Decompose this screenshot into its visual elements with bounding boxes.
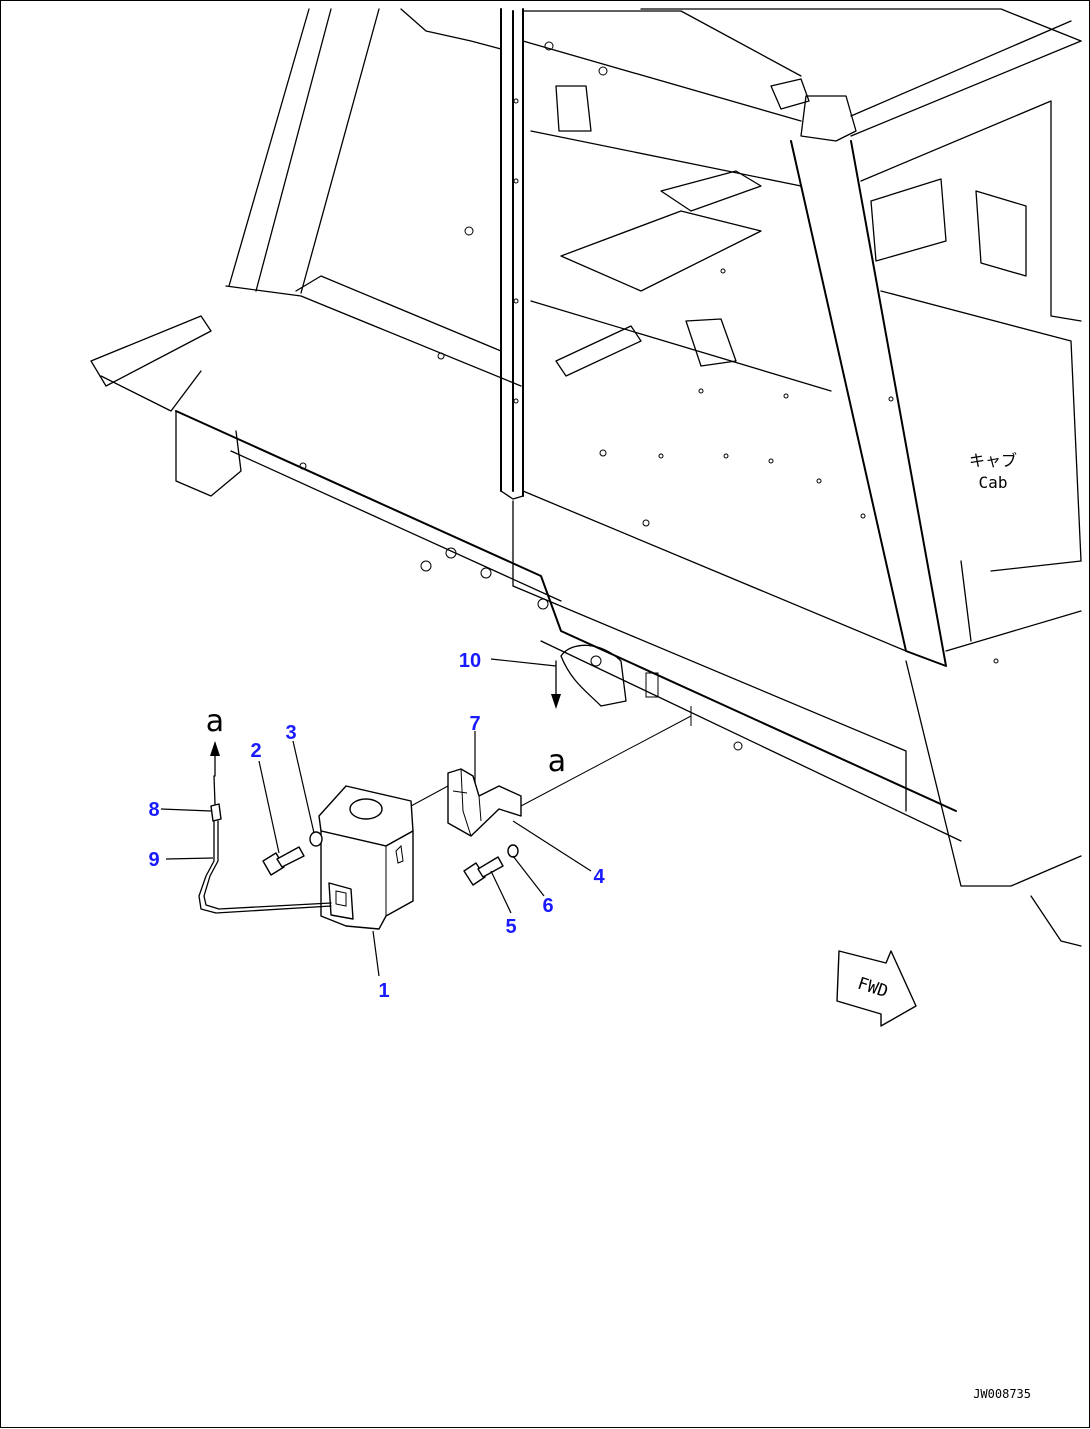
mounting-bracket [447, 768, 522, 837]
cab-frame [90, 8, 1082, 947]
frame-bolts [299, 41, 999, 751]
callout-4: 4 [593, 866, 605, 888]
reference-a-upper: a [206, 704, 224, 739]
cab-label-jp: キャブ [969, 451, 1017, 470]
callout-3: 3 [285, 722, 296, 744]
bolt-5 [463, 856, 504, 886]
cab-label-en: Cab [979, 473, 1008, 492]
bolt-2 [262, 846, 305, 876]
drawing-code: JW008735 [973, 1387, 1031, 1401]
callout-7: 7 [469, 713, 480, 735]
reference-arrow-upper [210, 741, 220, 777]
callout-10: 10 [459, 650, 481, 672]
washer-tank [318, 785, 414, 930]
fwd-arrow [836, 950, 917, 1027]
callout-9: 9 [148, 849, 159, 871]
callout-2: 2 [250, 740, 261, 762]
reference-arrow-lower [551, 660, 561, 709]
callout-labels: 1 2 3 4 5 6 7 8 9 10 [148, 650, 605, 1002]
washer-3 [309, 831, 323, 847]
callout-5: 5 [505, 916, 516, 938]
leader-lines [160, 658, 592, 977]
hose-joint [210, 775, 222, 822]
washer-hose [198, 820, 332, 914]
callout-8: 8 [148, 799, 159, 821]
callout-6: 6 [542, 895, 553, 917]
washer-6 [507, 844, 519, 858]
reference-a-lower: a [548, 744, 566, 779]
callout-1: 1 [378, 980, 389, 1002]
